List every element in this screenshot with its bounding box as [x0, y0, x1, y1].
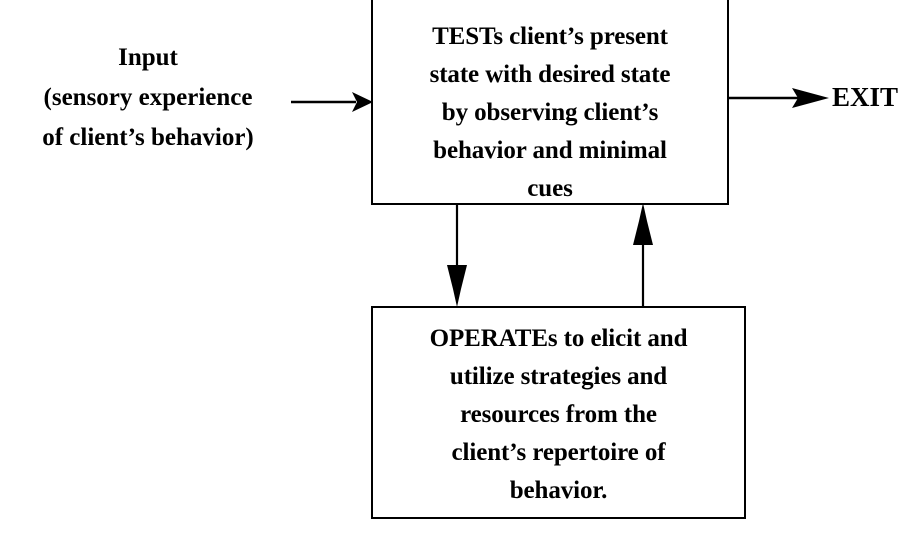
test-to-operate-arrow [447, 203, 467, 307]
test-process-box: clipped line TESTs client’s present stat… [371, 0, 729, 205]
exit-label: EXIT [832, 80, 898, 114]
input-label-line-3: of client’s behavior) [42, 124, 254, 151]
test-box-line-1: TESTs client’s present [432, 23, 668, 50]
operate-to-test-arrow [633, 203, 653, 307]
operate-box-line-2: utilize strategies and [449, 363, 668, 390]
operate-box-line-3: resources from the [460, 401, 657, 428]
input-label-line-1: Input [118, 44, 178, 71]
test-box-line-4: behavior and minimal [433, 137, 667, 164]
exit-arrow [729, 88, 829, 108]
operate-box-line-4: client’s repertoire of [451, 439, 666, 466]
operate-box-line-5: behavior. [509, 477, 608, 504]
test-box-line-5: cues [527, 175, 573, 202]
operate-box-line-1: OPERATEs to elicit and [429, 325, 688, 352]
input-arrow [291, 92, 373, 112]
exit-label-text: EXIT [832, 82, 899, 112]
operate-box-text: OPERATEs to elicit and utilize strategie… [373, 308, 744, 510]
operate-process-box: OPERATEs to elicit and utilize strategie… [371, 306, 746, 519]
input-label-line-2: (sensory experience [43, 84, 253, 111]
test-box-text: clipped line TESTs client’s present stat… [373, 0, 727, 208]
test-box-line-2: state with desired state [429, 61, 671, 88]
input-label: Input (sensory experience of client’s be… [0, 38, 296, 158]
test-box-line-3: by observing client’s [441, 99, 659, 126]
